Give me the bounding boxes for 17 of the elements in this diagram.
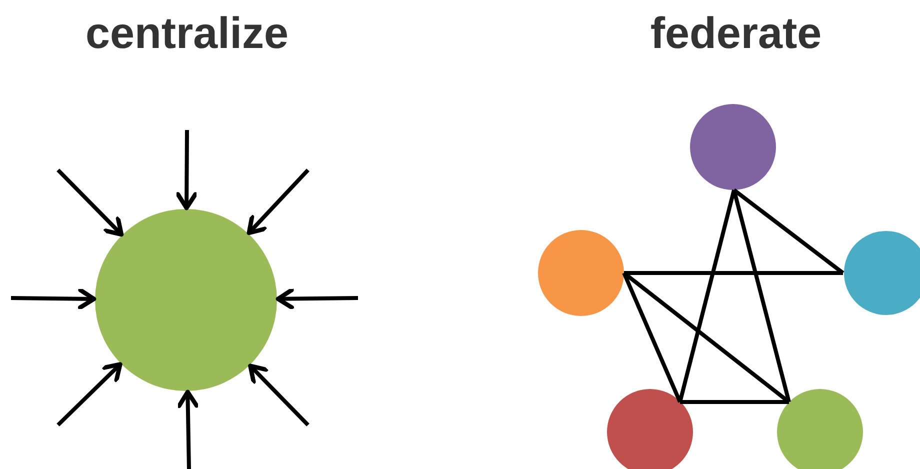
heading: centralize — [84, 8, 290, 60]
connector-line — [678, 190, 736, 402]
arrow — [10, 288, 96, 310]
heading: federate — [649, 8, 823, 60]
arrow — [276, 288, 358, 310]
connector-line — [622, 272, 682, 403]
arrow — [248, 364, 310, 426]
connector-line — [732, 188, 844, 275]
connector-line — [680, 400, 789, 404]
arrow — [246, 168, 310, 236]
connector-line — [732, 190, 791, 402]
arrow — [56, 362, 122, 426]
connector-line — [622, 271, 790, 404]
arrow — [176, 390, 199, 469]
connector-line — [624, 271, 843, 275]
arrow — [56, 168, 124, 237]
arrow — [176, 130, 198, 210]
